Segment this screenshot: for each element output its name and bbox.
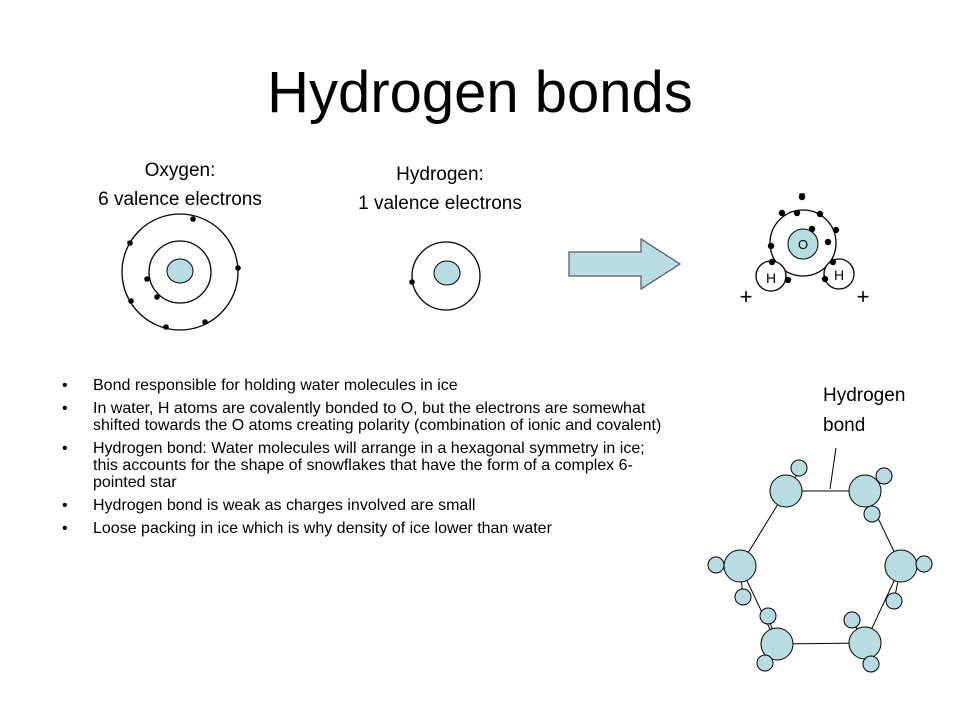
bullet-item: Loose packing in ice which is why densit…	[62, 520, 662, 537]
bullet-item: Hydrogen bond is weak as charges involve…	[62, 497, 662, 514]
water-electrons	[767, 193, 840, 284]
bullet-list: Bond responsible for holding water molec…	[62, 377, 662, 543]
hydrogen-bond-label-line1: Hydrogen	[823, 385, 906, 406]
charge-positive-right: +	[857, 284, 870, 309]
electron	[808, 225, 816, 233]
electron	[202, 319, 208, 325]
electron	[829, 258, 837, 266]
oxygen-symbol: O	[798, 237, 808, 252]
hydrogen-label-line2: 1 valence electrons	[358, 193, 522, 214]
electron	[793, 209, 801, 217]
oxygen-atom	[723, 549, 757, 583]
hydrogen-atom-diagram	[409, 241, 481, 311]
hydrogen-electron	[409, 279, 415, 285]
electron	[163, 324, 169, 330]
hydrogen-atom	[875, 467, 893, 485]
oxygen-nucleus	[166, 258, 194, 284]
oxygen-label-line2: 6 valence electrons	[98, 189, 262, 210]
electron	[767, 242, 775, 250]
water-oxygen-nucleus	[787, 228, 819, 260]
hydrogen-atom	[756, 654, 774, 672]
hydrogen-atom	[790, 459, 808, 477]
oxygen-label: Oxygen: 6 valence electrons	[60, 156, 300, 214]
ice-hexagon-diagram	[707, 447, 933, 673]
hydrogen-symbol-right: H	[834, 267, 844, 283]
oxygen-atom	[760, 627, 794, 661]
reaction-arrow	[568, 237, 682, 291]
hydrogen-symbol-left: H	[766, 270, 776, 286]
bullet-item: In water, H atoms are covalently bonded …	[62, 400, 662, 434]
oxygen-atom-diagram	[121, 213, 241, 331]
hydrogen-atom	[885, 592, 903, 610]
oxygen-label-line1: Oxygen:	[144, 160, 216, 181]
electron	[144, 276, 150, 282]
electron	[816, 210, 824, 218]
hydrogen-atom	[707, 556, 725, 574]
electron	[127, 240, 133, 246]
hydrogen-atom	[863, 505, 881, 523]
oxygen-atom	[848, 474, 882, 508]
electron	[784, 276, 792, 284]
oxygen-electrons	[127, 216, 241, 330]
oxygen-outer-shell	[121, 213, 239, 331]
bullet-item: Hydrogen bond: Water molecules will arra…	[62, 440, 662, 491]
oxygen-inner-shell	[148, 240, 212, 304]
electron	[768, 258, 776, 266]
water-hydrogen-right	[823, 258, 855, 290]
hydrogen-atom	[759, 607, 777, 625]
hydrogen-atom	[843, 611, 861, 629]
hydrogen-bond-label-line2: bond	[823, 415, 866, 436]
charge-negative: -	[798, 180, 805, 205]
hydrogen-nucleus	[433, 260, 461, 286]
slide-title: Hydrogen bonds	[267, 60, 693, 125]
electron	[235, 265, 241, 271]
electron	[821, 275, 829, 283]
electron	[190, 216, 196, 222]
hydrogen-shell	[411, 241, 481, 311]
hydrogen-label-line1: Hydrogen:	[396, 164, 484, 185]
oxygen-atom	[769, 474, 803, 508]
electron	[778, 209, 786, 217]
hydrogen-atom	[915, 555, 933, 573]
hydrogen-atom	[734, 588, 752, 606]
charge-positive-left: +	[740, 284, 753, 309]
hydrogen-bond-label: Hydrogen bond	[823, 381, 905, 441]
electron	[128, 298, 134, 304]
water-molecule-diagram: - O H H + +	[740, 180, 870, 309]
electron	[832, 226, 840, 234]
ice-atoms	[707, 459, 933, 673]
electron	[824, 238, 832, 246]
hydrogen-atom	[862, 655, 880, 673]
hydrogen-bond-pointer	[829, 447, 837, 490]
bullet-item: Bond responsible for holding water molec…	[62, 377, 662, 394]
oxygen-atom	[848, 626, 882, 660]
hydrogen-label: Hydrogen: 1 valence electrons	[320, 160, 560, 218]
electron	[798, 193, 806, 201]
electron	[154, 294, 160, 300]
oxygen-atom	[884, 549, 918, 583]
